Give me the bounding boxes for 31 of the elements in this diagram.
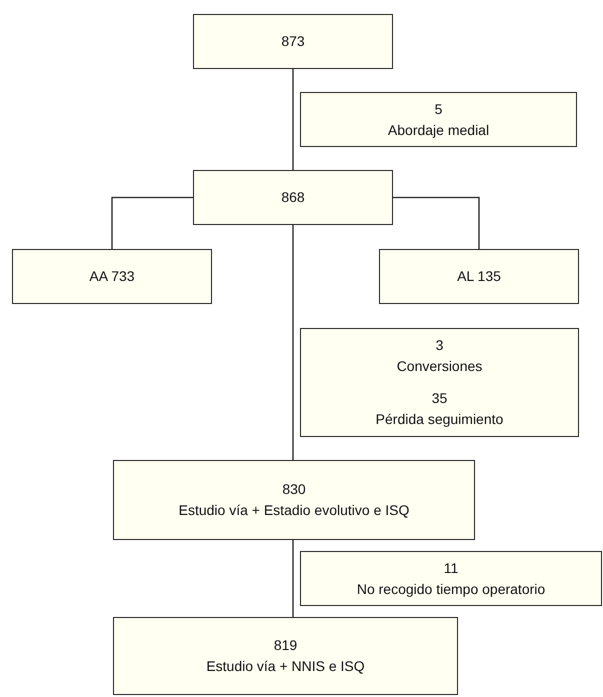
box-label: Abordaje medial	[388, 120, 490, 140]
count-label: 3	[436, 336, 444, 354]
box-label: 873	[281, 32, 305, 51]
box-label: AL 135	[457, 267, 501, 286]
connector-line	[292, 225, 294, 460]
box-label: Conversiones	[396, 356, 482, 376]
process-box	[12, 249, 212, 304]
process-box	[300, 92, 577, 147]
box-label: Estudio vía + Estadio evolutivo e ISQ	[178, 501, 410, 520]
count-label: 11	[444, 558, 458, 578]
box-label: AA 733	[89, 267, 135, 286]
box-label: 868	[281, 188, 305, 207]
count-label: 35	[432, 389, 448, 408]
box-label: Pérdida seguimiento	[376, 410, 504, 429]
process-box	[379, 249, 579, 304]
process-box	[193, 14, 393, 69]
process-box	[193, 170, 393, 225]
process-box	[113, 617, 458, 695]
connector-line	[111, 196, 193, 249]
process-box	[113, 460, 475, 540]
count-label: 830	[282, 480, 306, 499]
box-label: No recogido tiempo operatorio	[356, 580, 546, 599]
connector-line	[393, 196, 480, 249]
process-box	[300, 551, 602, 606]
connector-line	[292, 69, 294, 170]
box-label: Estudio vía + NNIS e ISQ	[206, 657, 365, 676]
connector-line	[292, 540, 294, 617]
process-box	[300, 382, 579, 437]
count-label: 5	[434, 100, 442, 118]
count-label: 819	[274, 636, 298, 655]
process-box	[300, 328, 579, 383]
